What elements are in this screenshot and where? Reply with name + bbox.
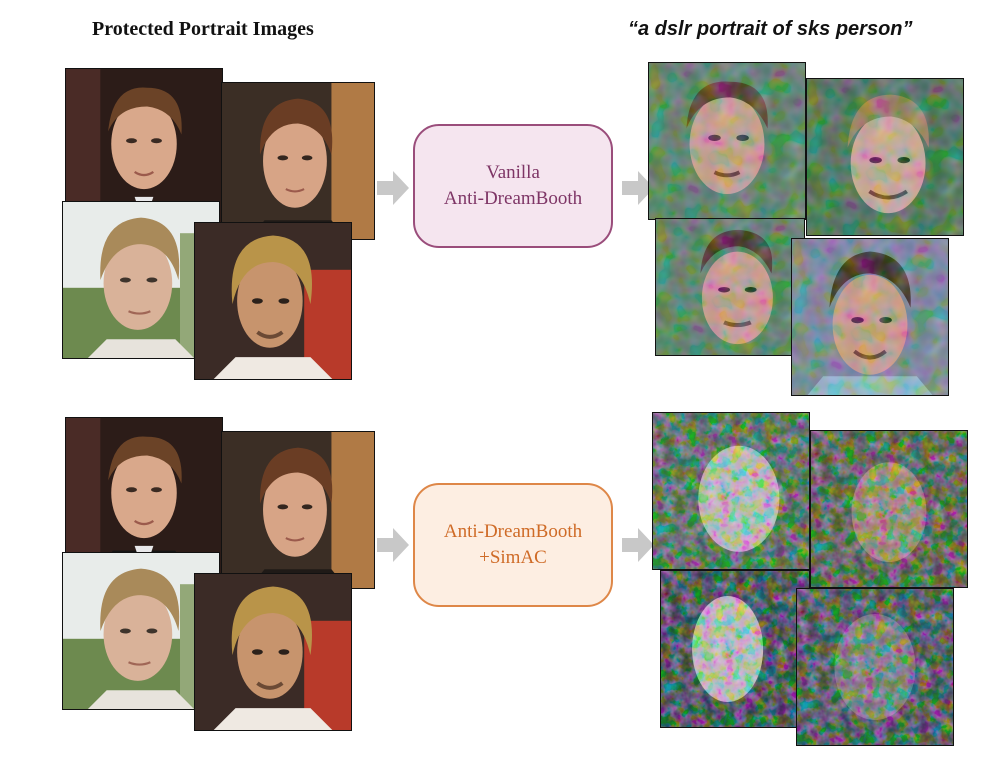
protected-portrait-4 <box>194 222 352 380</box>
protected-portrait-6 <box>221 431 375 589</box>
protected-images-header: Protected Portrait Images <box>92 18 314 40</box>
protected-portrait-8 <box>194 573 352 731</box>
generated-output-simac-3 <box>660 570 810 728</box>
arrow-right-icon <box>377 171 409 205</box>
arrow-right-icon <box>622 528 654 562</box>
prompt-header: “a dslr portrait of sks person” <box>628 18 913 40</box>
vanilla-anti-dreambooth-box: Vanilla Anti-DreamBooth <box>413 124 613 248</box>
protected-portrait-5 <box>65 417 223 575</box>
generated-output-vanilla-4 <box>791 238 949 396</box>
generated-output-vanilla-2 <box>806 78 964 236</box>
arrow-right-icon <box>377 528 409 562</box>
protected-portrait-7 <box>62 552 220 710</box>
simac-label-line1: Anti-DreamBooth <box>443 521 583 543</box>
simac-label-line2: +SimAC <box>479 547 547 568</box>
vanilla-label-line1: Vanilla <box>486 162 540 184</box>
protected-portrait-2 <box>221 82 375 240</box>
arrow-right-icon <box>622 171 654 205</box>
anti-dreambooth-simac-box: Anti-DreamBooth +SimAC <box>413 483 613 607</box>
generated-output-simac-4 <box>796 588 954 746</box>
generated-output-simac-2 <box>810 430 968 588</box>
generated-output-vanilla-3 <box>655 218 805 356</box>
generated-output-simac-1 <box>652 412 810 570</box>
protected-portrait-1 <box>65 68 223 226</box>
generated-output-vanilla-1 <box>648 62 806 220</box>
vanilla-label-line2: Anti-DreamBooth <box>443 188 583 209</box>
